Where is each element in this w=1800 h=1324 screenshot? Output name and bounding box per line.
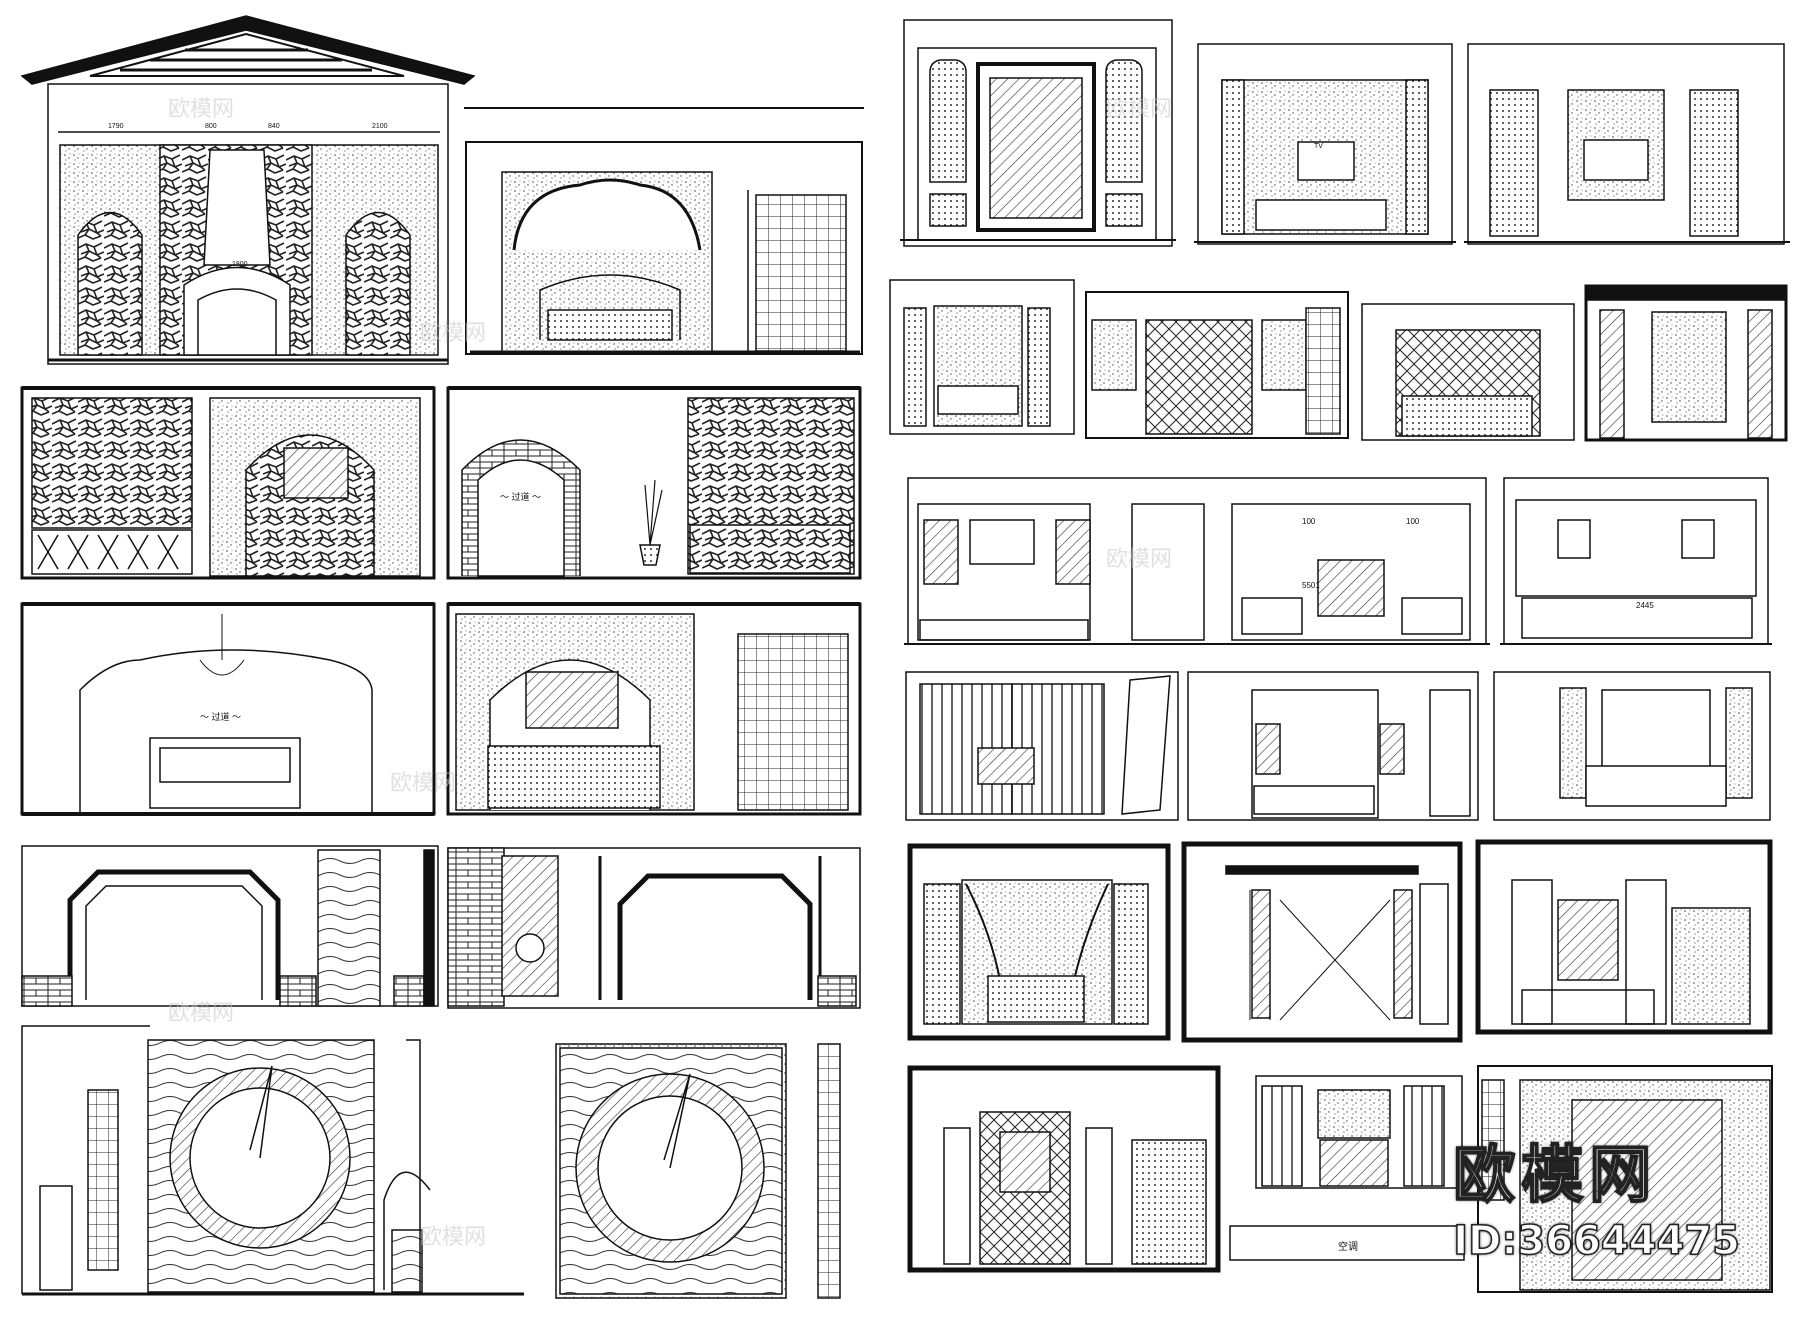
dim-5501: 5501 <box>1302 581 1320 590</box>
elevation-bed-panel-4 <box>1584 284 1788 442</box>
elevation-door-panels <box>900 19 1176 247</box>
elevation-bed-panel-3 <box>1361 303 1575 441</box>
elevation-sofa-wall <box>20 602 436 816</box>
elevation-curtain-bed <box>907 843 1171 1041</box>
dim-100-b: 100 <box>1406 517 1420 526</box>
elevation-mirror-octagon <box>447 847 861 1009</box>
dim-1800: 1800 <box>232 261 248 268</box>
archway-label: 〜 过道 〜 <box>500 491 541 502</box>
elevation-stripe-wall <box>905 671 1179 821</box>
dim-840: 840 <box>268 123 280 130</box>
faint-watermark-7: 欧模网 <box>1106 547 1172 572</box>
elevation-bed-panel-2 <box>1085 291 1349 439</box>
dim-100-a: 100 <box>1302 517 1316 526</box>
elevation-columns <box>1181 841 1463 1043</box>
elevation-tv-wall-1 <box>1194 43 1456 245</box>
elevation-bookcase-wall <box>1187 671 1479 821</box>
faint-watermark-4: 欧模网 <box>168 1001 234 1026</box>
sofa-wall-label: 〜 过道 〜 <box>200 711 241 722</box>
elevation-niche-bookcase <box>446 602 862 816</box>
elevation-moon-gate-2 <box>555 1043 841 1299</box>
dim-2100: 2100 <box>372 123 388 130</box>
elevation-bed-sconces <box>1493 671 1771 821</box>
dim-800: 800 <box>205 123 217 130</box>
elevation-stone-cabinets <box>20 386 436 580</box>
faint-watermark-3: 欧模网 <box>390 771 456 796</box>
elevation-cabinet-room <box>904 477 1490 645</box>
elevation-arched-doorway <box>446 386 862 580</box>
elevation-cottage-fireplace <box>20 15 476 365</box>
elevation-vanity <box>1475 839 1773 1035</box>
elevation-sconce-wall <box>1500 477 1772 645</box>
caption-kongtiao: 空调 <box>1338 1240 1358 1253</box>
elevation-tv-wall-2 <box>1464 43 1790 245</box>
elevation-bedroom-arch <box>464 107 864 355</box>
elevation-moon-gate <box>21 1025 524 1296</box>
dim-2445: 2445 <box>1636 601 1654 610</box>
elevation-octagon-frame <box>21 845 439 1007</box>
faint-watermark-5: 欧模网 <box>420 1225 486 1250</box>
elevation-bed-panel-1 <box>889 279 1075 435</box>
elevation-ornate-bed <box>907 1065 1221 1273</box>
tv-label: TV <box>1314 143 1323 150</box>
elevation-fireplace-shelves <box>1229 1075 1465 1261</box>
faint-watermark-6: 欧模网 <box>1106 97 1172 122</box>
faint-watermark-1: 欧模网 <box>168 97 234 122</box>
faint-watermark-2: 欧模网 <box>420 321 486 346</box>
dim-1790: 1790 <box>108 123 124 130</box>
elevation-marble-wall <box>1477 1065 1773 1293</box>
